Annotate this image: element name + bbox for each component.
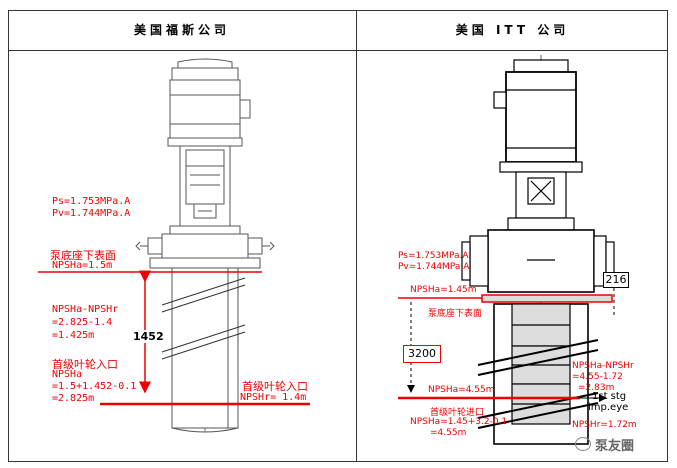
header-right: 美国 ITT 公司 <box>455 23 570 37</box>
right-annotations <box>398 246 615 402</box>
left-diff-line3: =1.425m <box>52 330 95 341</box>
left-diff-line1: NPSHa-NPSHr <box>52 304 119 315</box>
right-dim-216: 216 <box>603 272 629 288</box>
right-npshr: NPSHr=1.72m <box>572 420 637 430</box>
left-npsha-line1: NPSHa <box>52 369 83 380</box>
comparison-table <box>8 10 668 462</box>
column-divider <box>356 10 357 462</box>
right-npsha-eye: NPSHa=4.55m <box>428 385 495 395</box>
header-left: 美国福斯公司 <box>133 23 230 37</box>
right-stg-line1: 1st stg <box>592 391 627 402</box>
right-dim-3200: 3200 <box>403 345 441 363</box>
right-ps: Ps=1.753MPa.A <box>398 251 469 261</box>
left-npshr: NPSHr= 1.4m <box>240 392 307 403</box>
right-diff-line2: =4.55-1.72 <box>572 372 623 382</box>
left-ps: Ps=1.753MPa.A <box>52 196 131 207</box>
table-header-row <box>8 10 668 51</box>
right-pv: Pv=1.744MPa.A <box>398 262 470 272</box>
left-dim-1452: 1452 <box>133 330 164 343</box>
right-npsha-line2: =4.55m <box>430 428 467 438</box>
left-pump-drawing <box>135 58 275 433</box>
left-base-label: 泵底座下表面 <box>50 249 116 262</box>
right-inlet-label: 首级叶轮进口 <box>430 408 485 418</box>
watermark-text: 泵友圈 <box>595 438 635 454</box>
left-npsha-line2: =1.5+1.452-0.1 <box>52 381 137 392</box>
right-stg-line2: imp.eye <box>588 402 629 413</box>
right-base-label: 泵底座下表面 <box>428 309 483 319</box>
left-inlet-label-2: 首级叶轮入口 <box>242 380 308 393</box>
left-pv: Pv=1.744MPa.A <box>52 208 131 219</box>
left-npsha-line3: =2.825m <box>52 393 95 404</box>
right-diff-line3: =2.83m <box>578 383 615 393</box>
watermark: 泵友圈 <box>575 434 634 454</box>
wechat-icon <box>575 437 591 451</box>
left-diff-line2: =2.825-1.4 <box>52 317 113 328</box>
left-npsha-base: NPSHa=1.5m <box>52 260 113 271</box>
right-npsha-line1: NPSHa=1.45+3.2-0.1 <box>410 417 508 427</box>
right-diff-line1: NPSHa-NPSHr <box>572 361 634 371</box>
left-inlet-label: 首级叶轮入口 <box>52 358 118 371</box>
right-npsha-top: NPSHa=1.45m <box>410 285 477 295</box>
